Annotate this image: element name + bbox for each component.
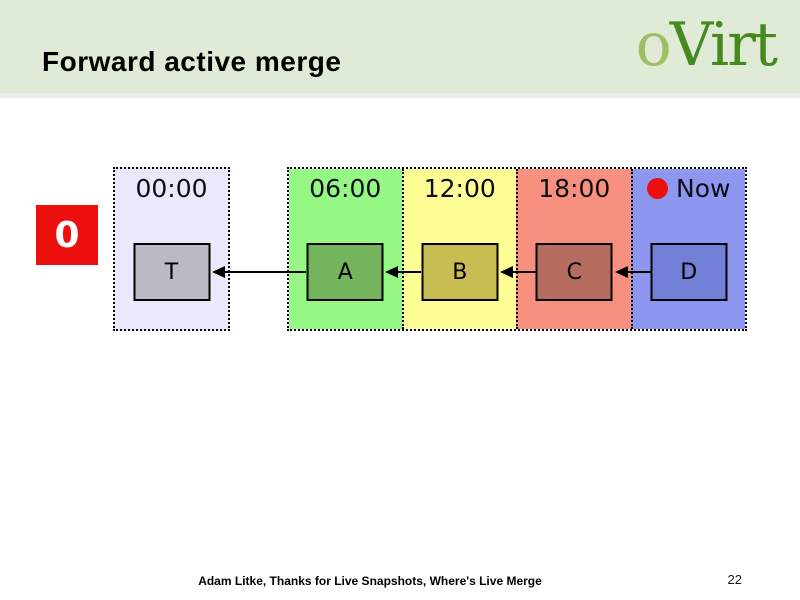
ovirt-logo: oVirt [636, 14, 778, 77]
arrowhead-left-icon [211, 266, 225, 278]
arrowhead-left-icon [499, 266, 513, 278]
time-label-text: 06:00 [309, 173, 382, 203]
time-label-d: Now [633, 173, 746, 203]
snapshot-box-b: B [421, 243, 499, 301]
arrow-line [397, 271, 421, 273]
page-title: Forward active merge [42, 46, 342, 77]
arrowhead-left-icon [384, 266, 398, 278]
merge-arrow-b-to-a [384, 266, 421, 278]
snapshot-box-t: T [133, 243, 210, 301]
header-divider [0, 93, 800, 98]
time-label-text: 12:00 [423, 173, 496, 203]
time-label-text: 18:00 [538, 173, 611, 203]
time-label-text: Now [676, 173, 731, 203]
page-number: 22 [727, 572, 742, 587]
ovirt-logo-o: o [635, 10, 672, 80]
merge-arrow-c-to-b [499, 266, 536, 278]
merge-arrow-a-to-t [211, 266, 306, 278]
time-label-a: 06:00 [289, 173, 402, 203]
arrowhead-left-icon [614, 266, 628, 278]
time-label-c: 18:00 [518, 173, 631, 203]
merge-arrow-d-to-c [614, 266, 651, 278]
snapshot-box-d: D [650, 243, 728, 301]
slide-header: Forward active merge oVirt [0, 0, 800, 93]
time-label-b: 12:00 [404, 173, 517, 203]
ovirt-logo-virt: Virt [669, 10, 778, 80]
time-label-t: 00:00 [115, 173, 228, 203]
time-label-text: 00:00 [135, 173, 208, 203]
snapshot-box-c: C [535, 243, 613, 301]
step-counter-badge: 0 [36, 205, 98, 265]
now-dot-icon [647, 177, 669, 199]
snapshot-box-a: A [306, 243, 384, 301]
footer-attribution: Adam Litke, Thanks for Live Snapshots, W… [198, 574, 542, 588]
arrow-line [224, 271, 306, 273]
arrow-line [627, 271, 651, 273]
arrow-line [512, 271, 536, 273]
